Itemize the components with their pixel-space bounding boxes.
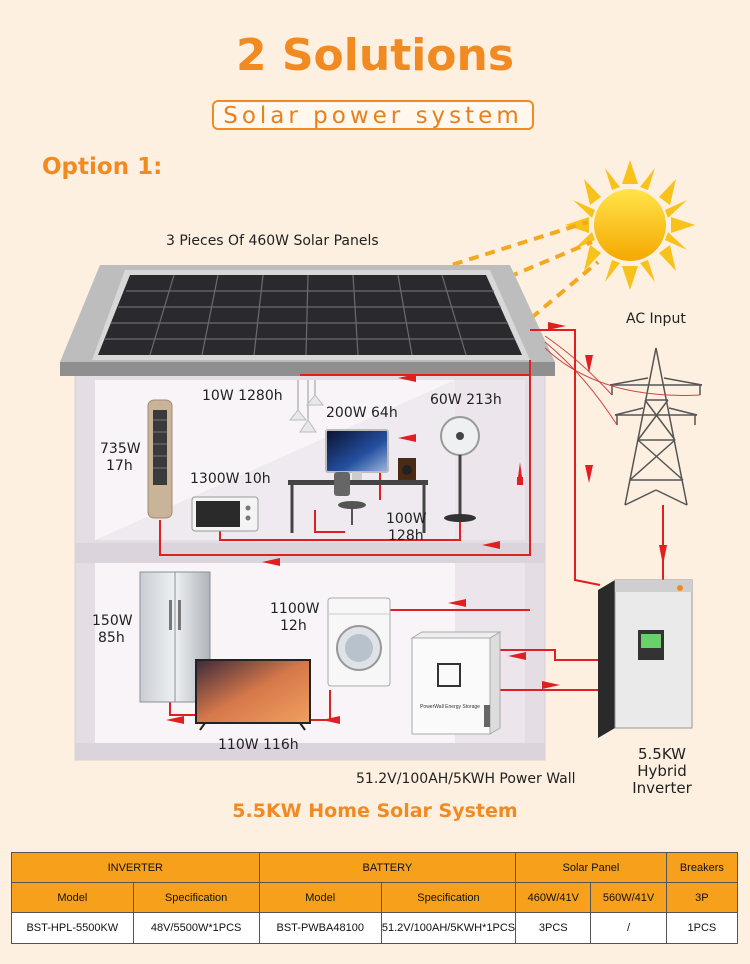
- inverter-label-line1: 5.5KW: [638, 745, 686, 763]
- battery-front-text: PowerWall Energy Storage: [420, 704, 480, 710]
- cell-breakers: 1PCS: [665, 912, 739, 944]
- subheader-battery-spec: Specification: [380, 882, 517, 913]
- option-label: Option 1:: [42, 154, 163, 180]
- fan-label: 60W 213h: [430, 392, 502, 408]
- microwave-icon: [191, 496, 259, 532]
- cell-battery-model: BST-PWBA48100: [258, 912, 382, 944]
- fridge-power-label: 150W: [92, 613, 133, 629]
- inverter-label: 5.5KW Hybrid Inverter: [612, 746, 712, 797]
- ac-input-label: AC Input: [626, 311, 686, 327]
- washer-power-label: 1100W: [270, 601, 320, 617]
- system-title: 5.5KW Home Solar System: [232, 800, 518, 822]
- spec-table: INVERTER BATTERY Solar Panel Breakers Mo…: [11, 852, 739, 944]
- hybrid-inverter-icon: [598, 579, 693, 738]
- group-inverter: INVERTER: [11, 852, 260, 883]
- flow-arrows: [166, 322, 667, 724]
- computer-label: 200W 64h: [326, 405, 398, 421]
- refrigerator-icon: [139, 571, 211, 703]
- table-row: BST-HPL-5500KW 48V/5500W*1PCS BST-PWBA48…: [11, 912, 739, 944]
- subheader-battery-model: Model: [258, 882, 382, 913]
- solar-panels-label: 3 Pieces Of 460W Solar Panels: [166, 233, 379, 249]
- ac-unit-power-label: 735W: [100, 441, 141, 457]
- sun-icon: [565, 160, 695, 290]
- inverter-label-line2: Hybrid Inverter: [632, 762, 692, 797]
- washing-machine-icon: [327, 597, 391, 687]
- group-solar-panel: Solar Panel: [515, 852, 667, 883]
- television-icon: [195, 659, 311, 731]
- group-breakers: Breakers: [665, 852, 739, 883]
- battery-power-wall-icon: [410, 631, 502, 735]
- speaker-hours-label: 128h: [388, 528, 424, 544]
- spec-table-subheader-row: Model Specification Model Specification …: [11, 882, 739, 913]
- cell-battery-spec: 51.2V/100AH/5KWH*1PCS: [380, 912, 517, 944]
- power-tower-icon: [609, 347, 703, 506]
- cell-inverter-model: BST-HPL-5500KW: [11, 912, 134, 944]
- group-battery: BATTERY: [258, 852, 517, 883]
- subheader-panel-460: 460W/41V: [515, 882, 592, 913]
- speaker-power-label: 100W: [386, 511, 427, 527]
- cell-inverter-spec: 48V/5500W*1PCS: [132, 912, 260, 944]
- battery-label: 51.2V/100AH/5KWH Power Wall: [356, 771, 576, 787]
- solar-panel: [92, 270, 530, 360]
- standing-fan-icon: [440, 416, 480, 522]
- tv-label: 110W 116h: [218, 737, 299, 753]
- fridge-hours-label: 85h: [98, 630, 125, 646]
- lamp-label: 10W 1280h: [202, 388, 283, 404]
- washer-hours-label: 12h: [280, 618, 307, 634]
- desk-computer-icon: [288, 429, 428, 533]
- spec-table-group-row: INVERTER BATTERY Solar Panel Breakers: [11, 852, 739, 883]
- power-lines: [544, 335, 701, 426]
- subheader-inverter-model: Model: [11, 882, 134, 913]
- cell-panel-560: /: [590, 912, 667, 944]
- tower-air-conditioner-icon: [147, 399, 173, 519]
- page-subtitle: Solar power system: [212, 100, 534, 130]
- subheader-panel-560: 560W/41V: [590, 882, 667, 913]
- subheader-inverter-spec: Specification: [132, 882, 260, 913]
- pendant-lamp-icon: [288, 380, 325, 433]
- page-title: 2 Solutions: [235, 30, 515, 81]
- cell-panel-460: 3PCS: [515, 912, 592, 944]
- ac-unit-hours-label: 17h: [106, 458, 133, 474]
- microwave-label: 1300W 10h: [190, 471, 271, 487]
- subheader-breakers-3p: 3P: [665, 882, 739, 913]
